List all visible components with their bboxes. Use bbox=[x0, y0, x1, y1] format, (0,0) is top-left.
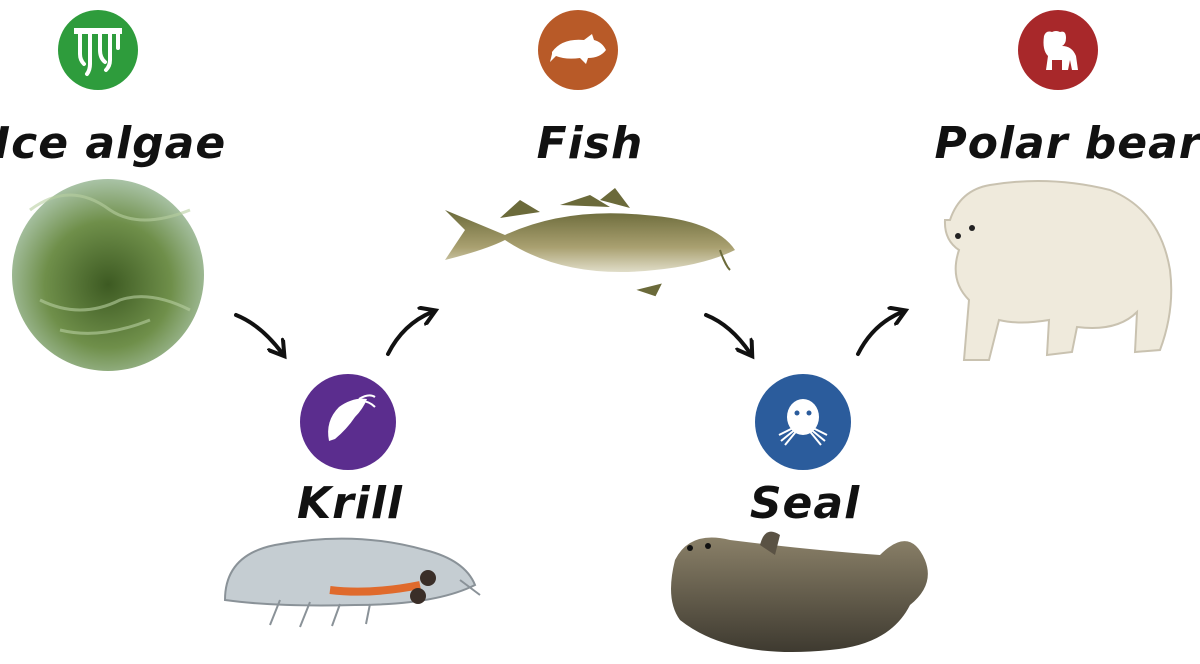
arrow-krill-to-fish bbox=[386, 312, 432, 356]
fish-image bbox=[445, 188, 735, 297]
organism-label-krill: Krill bbox=[296, 478, 404, 529]
seal-image bbox=[671, 531, 928, 652]
arrow-ice-algae-to-krill bbox=[234, 313, 282, 353]
organism-label-ice-algae: Ice algae bbox=[0, 118, 227, 169]
ice-algae-icon bbox=[58, 10, 138, 90]
arrow-seal-to-polar-bear bbox=[856, 312, 902, 356]
organism-label-fish: Fish bbox=[536, 118, 644, 169]
organism-label-polar-bear: Polar bear bbox=[934, 118, 1200, 169]
fish-icon bbox=[538, 10, 618, 90]
arrow-fish-to-seal bbox=[704, 313, 750, 353]
krill-icon bbox=[300, 374, 396, 470]
organism-label-seal: Seal bbox=[749, 478, 861, 529]
polar-bear-icon bbox=[1018, 10, 1098, 90]
polar-bear-image bbox=[943, 180, 1173, 361]
ice-algae-image bbox=[12, 179, 204, 371]
arrows bbox=[234, 312, 902, 356]
krill-image bbox=[223, 537, 481, 628]
seal-icon bbox=[755, 374, 851, 470]
